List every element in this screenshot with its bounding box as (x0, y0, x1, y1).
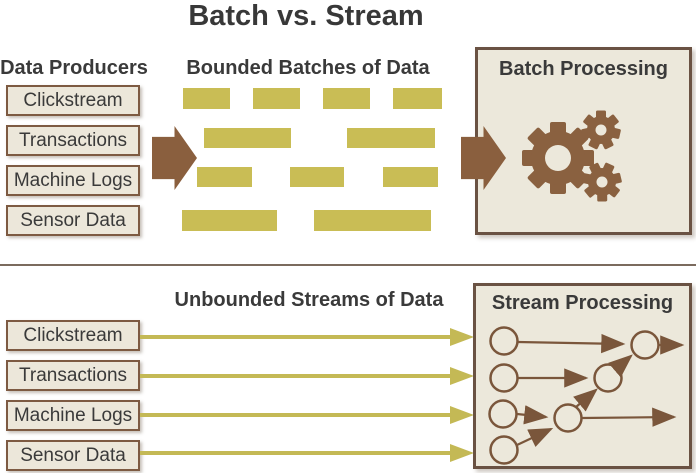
producer-label: Sensor Data (20, 444, 126, 466)
batch-processing-title: Batch Processing (499, 58, 668, 80)
unbounded-streams-heading: Unbounded Streams of Data (174, 289, 444, 311)
batch-block (314, 210, 431, 231)
stream-arrowhead-icon (450, 328, 474, 346)
stream-arrowhead-icon (450, 406, 474, 424)
batch-block (204, 128, 291, 148)
producer-box-machine-logs: Machine Logs (6, 165, 140, 196)
stream-arrow-line (140, 335, 452, 339)
batch-block (347, 128, 435, 148)
producer-box-transactions: Transactions (6, 125, 140, 156)
stream-processing-title: Stream Processing (491, 292, 674, 314)
stream-node (593, 363, 623, 393)
batch-block (393, 88, 442, 109)
stream-node (489, 435, 519, 465)
stream-arrowhead-icon (450, 367, 474, 385)
gear-icon-small-bottom (582, 162, 622, 202)
node-graph-icon (488, 326, 685, 465)
stream-node (489, 363, 519, 393)
producer-label: Machine Logs (13, 404, 133, 426)
producer-box-sensor-data: Sensor Data (6, 205, 140, 236)
page-title: Batch vs. Stream (188, 0, 424, 32)
stream-node (553, 403, 583, 433)
batch-block (290, 167, 344, 187)
bounded-batches-heading: Bounded Batches of Data (186, 57, 430, 79)
stream-arrow-line (140, 374, 452, 378)
batch-processing-panel: Batch Processing (475, 47, 692, 235)
stream-edge (517, 333, 626, 354)
stream-arrow-line (140, 451, 452, 455)
batch-block (253, 88, 300, 109)
stream-edge (581, 407, 677, 427)
stream-edge (573, 388, 598, 412)
producer-label: Sensor Data (20, 209, 126, 231)
producer-label: Machine Logs (13, 169, 133, 191)
stream-node (630, 330, 660, 360)
stream-arrowhead-icon (450, 444, 474, 462)
data-producers-heading: Data Producers (0, 57, 148, 79)
stream-arrow-line (140, 413, 452, 417)
producer-box-sensor-data: Sensor Data (6, 440, 140, 471)
producer-label: Clickstream (23, 89, 123, 111)
batch-block (197, 167, 252, 187)
batch-block (182, 210, 277, 231)
stream-edge (608, 354, 633, 378)
stream-edge (516, 405, 549, 425)
stream-processing-panel: Stream Processing (473, 283, 692, 469)
batch-block (383, 167, 438, 187)
producer-box-transactions: Transactions (6, 360, 140, 391)
gears-icon (522, 110, 622, 202)
producer-label: Transactions (18, 364, 128, 386)
producer-box-clickstream: Clickstream (6, 85, 140, 116)
right-arrow-icon (152, 126, 197, 190)
stream-edge (516, 427, 554, 448)
batch-block (183, 88, 230, 109)
producer-label: Transactions (18, 129, 128, 151)
section-divider (0, 264, 696, 266)
producer-box-clickstream: Clickstream (6, 320, 140, 351)
stream-node (488, 399, 518, 429)
batch-block (323, 88, 370, 109)
producer-box-machine-logs: Machine Logs (6, 400, 140, 431)
gear-icon-small-top (581, 110, 621, 150)
producer-label: Clickstream (23, 324, 123, 346)
stream-node (489, 326, 519, 356)
